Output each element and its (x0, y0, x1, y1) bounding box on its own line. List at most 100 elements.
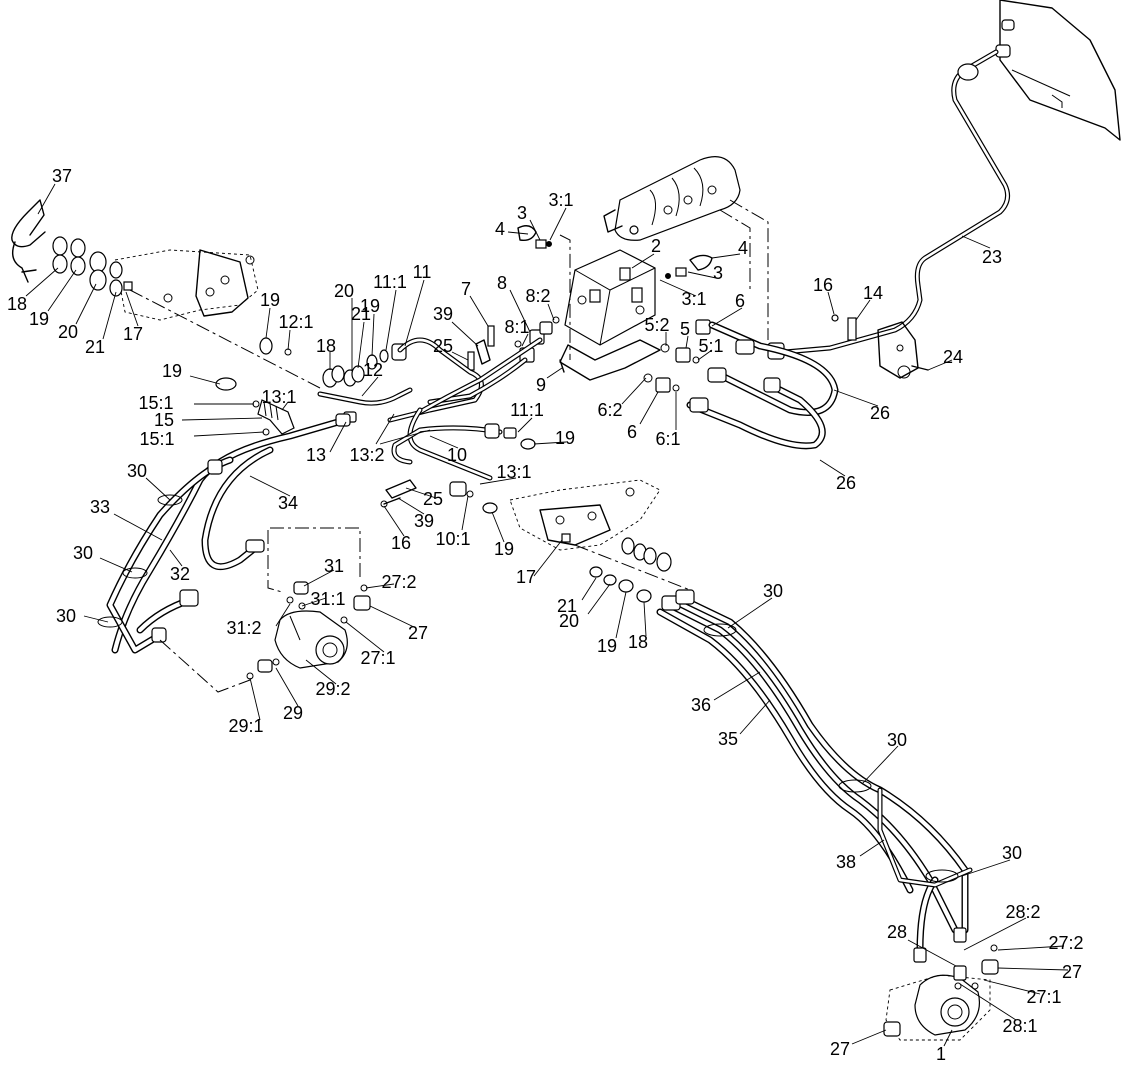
callout-c19g: 19 (597, 636, 617, 656)
callout-c26a: 26 (870, 403, 890, 423)
callout-c17a: 17 (123, 324, 143, 344)
callout-c35: 35 (718, 729, 738, 749)
callout-c19b: 19 (260, 290, 280, 310)
callout-c29_1: 29:1 (228, 716, 263, 736)
callout-c29: 29 (283, 703, 303, 723)
callout-c4b: 4 (738, 238, 748, 258)
handle-37 (11, 199, 46, 283)
callout-c19c: 19 (360, 296, 380, 316)
callout-c12_1: 12:1 (278, 312, 313, 332)
drive-motor-left (246, 581, 371, 680)
callout-c2: 2 (651, 236, 661, 256)
callout-c24: 24 (943, 347, 963, 367)
callout-c15_1a: 15:1 (138, 393, 173, 413)
left-bracket-plate (114, 249, 259, 321)
callout-c38: 38 (836, 852, 856, 872)
lower-center-bracket (509, 479, 691, 591)
callout-c32: 32 (170, 564, 190, 584)
washers-17-21-left (52, 236, 321, 389)
callout-c39b: 39 (414, 511, 434, 531)
callout-c5_1: 5:1 (698, 336, 723, 356)
callout-c19e: 19 (555, 428, 575, 448)
callout-c28: 28 (887, 922, 907, 942)
callout-c19a: 19 (29, 309, 49, 329)
callout-c17b: 17 (516, 567, 536, 587)
callout-c21b: 21 (351, 304, 371, 324)
callout-c3a: 3 (517, 203, 527, 223)
callout-c7: 7 (461, 279, 471, 299)
callout-c33: 33 (90, 497, 110, 517)
callout-c11_1a: 11:1 (373, 272, 407, 292)
frame-panel-top-right (995, 0, 1121, 141)
elbow-fitting-15 (252, 399, 295, 436)
leader-lines (25, 183, 1069, 1047)
callout-c18b: 18 (316, 336, 336, 356)
callout-c10_1: 10:1 (435, 529, 470, 549)
callout-c14: 14 (863, 283, 883, 303)
callout-c8_1: 8:1 (504, 317, 529, 337)
fitting-3-4-right (659, 254, 713, 297)
callout-c6b: 6 (627, 422, 637, 442)
callout-c5: 5 (680, 319, 690, 339)
callout-c12: 12 (363, 360, 383, 380)
callout-c19f: 19 (494, 539, 514, 559)
callout-c26b: 26 (836, 473, 856, 493)
tube-23 (767, 49, 1011, 360)
callout-c15_1b: 15:1 (139, 429, 174, 449)
callout-c13_1a: 13:1 (261, 387, 296, 407)
bracket-14-24 (831, 314, 929, 379)
callout-c5_2: 5:2 (644, 315, 669, 335)
callout-c21a: 21 (85, 337, 105, 357)
callout-c6a: 6 (735, 291, 745, 311)
callout-c37: 37 (52, 166, 72, 186)
callout-c30e: 30 (887, 730, 907, 750)
callout-c30b: 30 (73, 543, 93, 563)
callout-c3b: 3 (713, 263, 723, 283)
callout-c19d: 19 (162, 361, 182, 381)
drive-motor-right (883, 944, 999, 1041)
callout-c15: 15 (154, 410, 174, 430)
callout-c13_2: 13:2 (349, 445, 384, 465)
callout-c27_1b: 27:1 (1026, 987, 1061, 1007)
phantom-lines-pump (559, 199, 769, 360)
callout-c25a: 25 (433, 336, 453, 356)
central-hoses (317, 337, 543, 514)
callout-c18c: 18 (628, 632, 648, 652)
callout-c11_1b: 11:1 (510, 400, 544, 420)
callout-c1: 1 (936, 1044, 946, 1064)
callout-c25b: 25 (423, 489, 443, 509)
callout-c39a: 39 (433, 304, 453, 324)
callout-c31_1: 31:1 (310, 589, 345, 609)
callout-c27_2b: 27:2 (1048, 933, 1083, 953)
callout-c31_2: 31:2 (226, 618, 261, 638)
left-hoses (97, 413, 361, 693)
callout-c6_1: 6:1 (655, 429, 680, 449)
callout-c3_1a: 3:1 (548, 190, 573, 210)
callout-c20c: 20 (559, 611, 579, 631)
callout-c27b: 27 (1062, 962, 1082, 982)
washers-lower (589, 537, 672, 603)
callout-c20a: 20 (58, 322, 78, 342)
callout-c16a: 16 (813, 275, 833, 295)
callout-c20b: 20 (334, 281, 354, 301)
callout-c13: 13 (306, 445, 326, 465)
callout-c23: 23 (982, 247, 1002, 267)
control-valve-block (559, 249, 661, 381)
callout-c6_2: 6:2 (597, 400, 622, 420)
callout-c9: 9 (536, 375, 546, 395)
callout-c30a: 30 (127, 461, 147, 481)
callout-c3_1b: 3:1 (681, 289, 706, 309)
callout-c30c: 30 (56, 606, 76, 626)
callout-c4a: 4 (495, 219, 505, 239)
callout-c10: 10 (447, 445, 467, 465)
callout-c36: 36 (691, 695, 711, 715)
callout-c11a: 11 (413, 262, 432, 282)
callout-c30f: 30 (1002, 843, 1022, 863)
callout-c27_1a: 27:1 (360, 648, 395, 668)
lower-hoses (656, 589, 973, 963)
callout-c8: 8 (497, 273, 507, 293)
callout-c29_2: 29:2 (315, 679, 350, 699)
